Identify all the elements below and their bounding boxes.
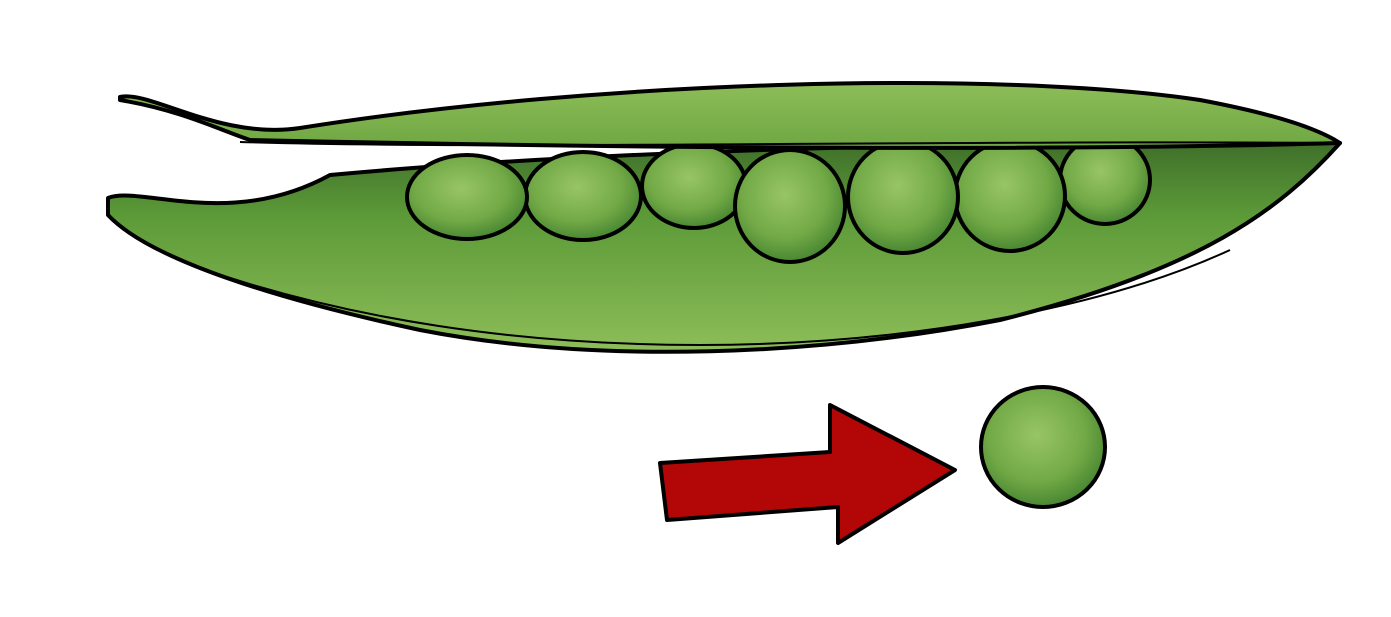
pod-seam: [239, 141, 1336, 147]
pod-lower-rim: [199, 249, 1231, 347]
arrow-right-icon: [658, 403, 957, 545]
pea: [640, 142, 748, 230]
single-pea: [979, 385, 1107, 509]
pea: [405, 153, 529, 241]
pea: [953, 139, 1067, 253]
pea: [733, 148, 847, 264]
peas-in-pod: [405, 134, 1152, 264]
pea: [846, 139, 960, 255]
pea: [523, 150, 643, 242]
pod-upper-shell: [118, 81, 1342, 150]
